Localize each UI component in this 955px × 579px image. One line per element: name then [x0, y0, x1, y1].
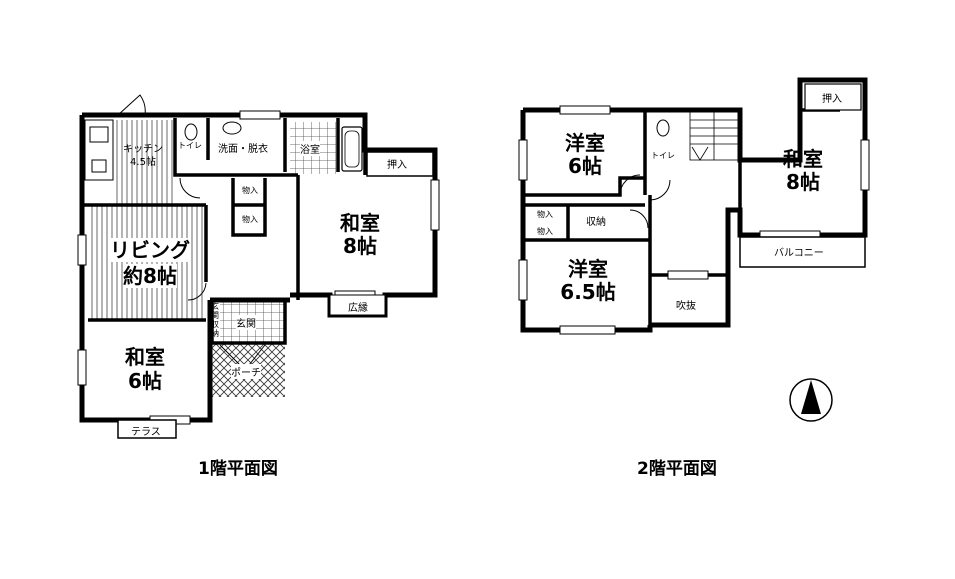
floor2-windows	[518, 105, 870, 335]
closet2a-label: 物入	[537, 210, 553, 219]
living-size: 約8帖	[123, 264, 177, 288]
porch-label: ポーチ	[231, 364, 261, 379]
kitchen-sink	[89, 126, 109, 143]
balcony-box	[739, 236, 866, 268]
closet2b-label: 物入	[537, 227, 553, 236]
entrance-storage-label: 玄関収納	[211, 302, 219, 338]
toilet2-fixture	[656, 119, 670, 137]
oshiire2-label: 押入	[822, 94, 842, 105]
kitchen-size: 4.5帖	[130, 157, 156, 168]
terrace-box	[117, 419, 177, 439]
youshitsu6-name: 洋室	[565, 131, 605, 155]
toilet2-label: トイレ	[651, 151, 675, 160]
balcony-label: バルコニー	[774, 248, 824, 259]
engawa-label: 広縁	[348, 303, 368, 314]
bathtub-inner	[344, 130, 360, 168]
kitchen-stove	[91, 159, 107, 173]
living-name: リビング	[110, 238, 190, 262]
oshiire2-box	[804, 83, 862, 111]
closet1b-label: 物入	[242, 215, 258, 224]
floor2-caption: 2階平面図	[637, 459, 717, 479]
bath-label: 浴室	[300, 141, 320, 156]
washitsu8-f2-name: 和室	[783, 147, 823, 171]
washroom-label: 洗面・脱衣	[218, 144, 268, 155]
washitsu8-f2-label: 和室 8帖	[773, 148, 833, 194]
closet1a-label: 物入	[242, 186, 258, 195]
storage-label: 収納	[586, 217, 606, 228]
kitchen-floorboard	[115, 120, 173, 205]
stairs	[689, 111, 739, 161]
living-label: リビング 約8帖	[100, 238, 200, 290]
floor1-inner-walls	[82, 118, 367, 345]
toilet1-label: トイレ	[178, 141, 202, 150]
youshitsu65-label: 洋室 6.5帖	[548, 258, 628, 304]
toilet1-fixture	[184, 123, 198, 141]
engawa-box	[329, 294, 386, 316]
floor2-plan	[518, 77, 870, 335]
washitsu8-f1-label: 和室 8帖	[330, 212, 390, 258]
fukinuke-label: 吹抜	[676, 301, 696, 312]
washitsu6-f1-label: 和室 6帖	[115, 345, 175, 393]
oshiire1-label: 押入	[387, 160, 407, 171]
washbasin	[222, 121, 242, 135]
kitchen-label: キッチン 4.5帖	[118, 143, 168, 169]
washitsu6-name: 和室	[125, 345, 165, 369]
washitsu8-f1-size: 8帖	[343, 234, 377, 258]
living-floorboard	[88, 205, 206, 320]
entrance-label: 玄関	[236, 315, 256, 330]
youshitsu65-name: 洋室	[568, 257, 608, 281]
washitsu8-f2-size: 8帖	[786, 170, 820, 194]
floor1-caption: 1階平面図	[198, 459, 278, 479]
youshitsu6-size: 6帖	[568, 154, 602, 178]
youshitsu65-size: 6.5帖	[560, 280, 616, 304]
youshitsu6-label: 洋室 6帖	[555, 132, 615, 178]
terrace-label: テラス	[131, 427, 161, 438]
north-arrow-icon	[789, 378, 833, 422]
kitchen-name: キッチン	[123, 144, 163, 155]
washitsu6-size: 6帖	[128, 369, 162, 393]
bathtub	[341, 126, 363, 172]
floor2-doors	[619, 174, 671, 229]
washitsu8-f1-name: 和室	[340, 211, 380, 235]
oshiire1-box	[366, 151, 434, 177]
